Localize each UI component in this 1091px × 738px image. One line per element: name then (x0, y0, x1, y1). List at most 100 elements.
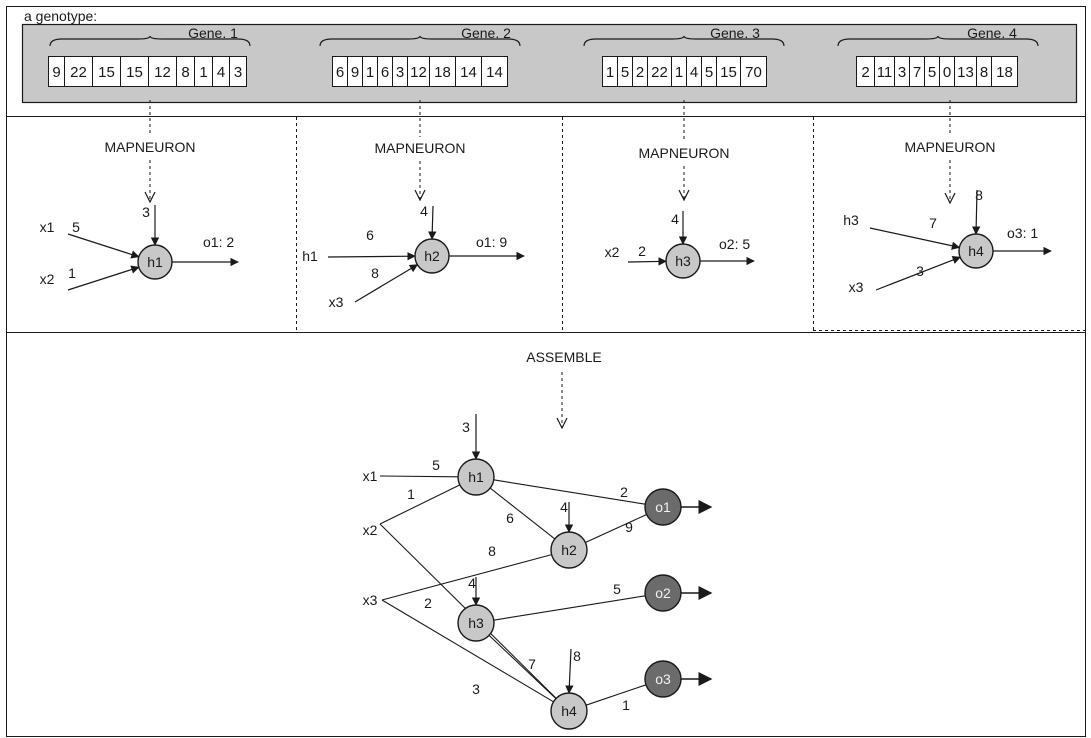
weight-label: 3 (916, 263, 924, 279)
network-bias-value: 8 (573, 648, 581, 664)
bias-value: 4 (671, 211, 679, 227)
gene-label: Gene. 1 (188, 25, 238, 41)
network-bias-arrow (565, 648, 574, 694)
input-label: x1 (40, 219, 55, 235)
gene-brace (319, 35, 521, 47)
gene-value: 0 (943, 64, 951, 81)
gene-cell (429, 56, 456, 87)
input-label: h1 (302, 248, 318, 264)
input-edge (327, 252, 416, 261)
network-weight: 3 (472, 681, 480, 697)
output-label: o3: 1 (1007, 225, 1038, 241)
bias-arrow (428, 205, 437, 240)
gene-value: 14 (460, 64, 477, 81)
gene-value: 13 (957, 64, 974, 81)
gene-value: 18 (434, 64, 451, 81)
gene-cell (148, 56, 177, 87)
gene-value: 2 (636, 64, 644, 81)
network-weight: 5 (613, 581, 621, 597)
gene-label: Gene. 2 (461, 25, 511, 41)
gene-cell (229, 56, 247, 87)
gene-value: 15 (98, 64, 115, 81)
gene-value: 3 (898, 64, 906, 81)
map-label: MAPNEURON (104, 139, 195, 155)
network-edge (493, 595, 646, 621)
bias-arrow (971, 189, 981, 235)
gene-cell (740, 56, 767, 87)
input-label: h3 (843, 212, 859, 228)
network-weight: 1 (622, 697, 630, 713)
assemble-label: ASSEMBLE (526, 349, 601, 365)
gene-value: 8 (181, 64, 189, 81)
network-input-label: x2 (363, 522, 378, 538)
network-output-node (644, 660, 682, 698)
gene-label: Gene. 3 (710, 25, 760, 41)
weight-label: 6 (366, 227, 374, 243)
network-edge (381, 554, 552, 601)
gene-value: 4 (690, 64, 698, 81)
gene-value: 11 (877, 64, 893, 81)
gene-value: 15 (720, 64, 737, 81)
gene-cell (991, 56, 1018, 87)
gene-brace (49, 35, 251, 47)
neuron-label: h1 (147, 254, 163, 270)
network-bias-value: 4 (560, 499, 568, 515)
network-input-label: x1 (363, 468, 378, 484)
neuron-label: h3 (675, 253, 691, 269)
network-edge (489, 487, 556, 540)
gene-value: 70 (745, 64, 762, 81)
gene-cell (455, 56, 482, 87)
input-label: x2 (605, 244, 620, 260)
gene-value: 4 (217, 64, 225, 81)
input-label: x3 (329, 294, 344, 310)
network-edge (488, 634, 557, 700)
gene-value: 5 (621, 64, 629, 81)
weight-label: 2 (638, 243, 646, 259)
neuron-node (665, 243, 701, 279)
bias-value: 3 (142, 204, 150, 220)
gene-value: 12 (410, 64, 427, 81)
network-edge (379, 475, 459, 478)
gene-value: 14 (486, 64, 503, 81)
neuron-node (137, 244, 173, 280)
gene-value: 22 (70, 64, 87, 81)
gene-value: 12 (154, 64, 171, 81)
input-edge (875, 256, 961, 291)
network-weight: 7 (528, 656, 536, 672)
network-weight: 2 (620, 484, 628, 500)
output-label: o1: 9 (476, 234, 507, 250)
output-label: o1: 2 (203, 234, 234, 250)
network-weight: 6 (506, 510, 514, 526)
map-label: MAPNEURON (638, 145, 729, 161)
gene-value: 1 (366, 64, 374, 81)
gene-value: 18 (996, 64, 1013, 81)
input-edge (67, 233, 140, 259)
input-label: x3 (849, 279, 864, 295)
input-label: x2 (40, 271, 55, 287)
gene-brace (583, 35, 785, 47)
gene-value: 1 (199, 64, 207, 81)
network-hidden-label: h1 (468, 469, 484, 485)
gene-value: 9 (351, 64, 359, 81)
network-edge (381, 599, 554, 703)
network-weight: 8 (488, 543, 496, 559)
network-edge (379, 484, 461, 525)
weight-label: 7 (929, 215, 937, 231)
network-hidden-node (457, 604, 495, 642)
gene-value: 1 (675, 64, 683, 81)
network-output-label: o1 (655, 499, 671, 515)
input-edge (627, 257, 667, 266)
gene-cell (64, 56, 93, 87)
network-edge (585, 684, 647, 706)
network-bias-value: 4 (468, 575, 476, 591)
network-bias-value: 3 (462, 419, 470, 435)
network-output-node (644, 574, 682, 612)
gene-value: 7 (913, 64, 921, 81)
network-hidden-label: h4 (561, 703, 577, 719)
gene-value: 5 (705, 64, 713, 81)
gene-cell (481, 56, 508, 87)
gene-label: Gene. 4 (967, 25, 1017, 41)
